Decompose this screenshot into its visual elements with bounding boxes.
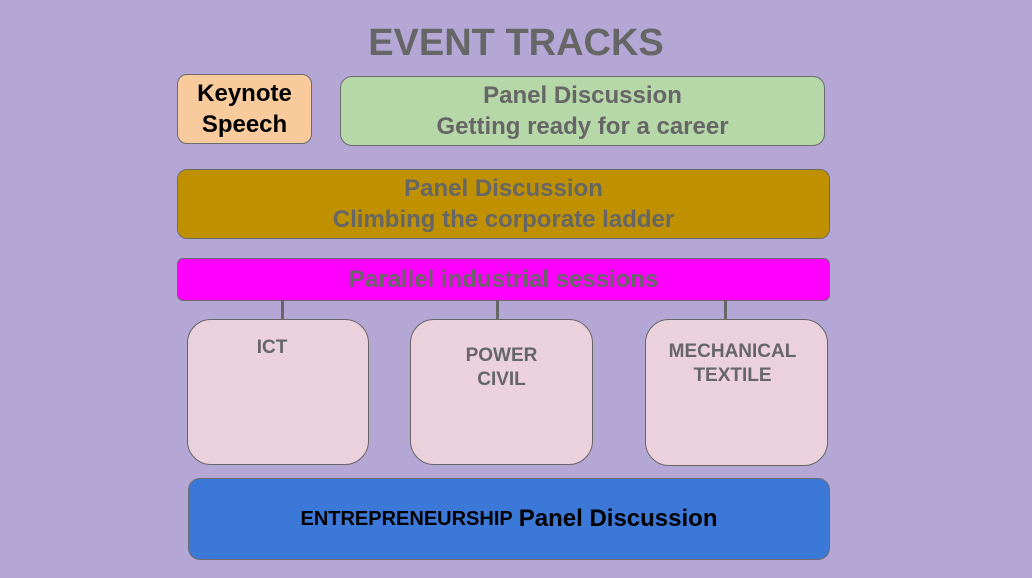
diagram-title: EVENT TRACKS: [368, 22, 664, 64]
track-power-civil-line2: CIVIL: [477, 369, 526, 390]
panel-ladder-line1: Panel Discussion: [404, 175, 603, 202]
entrepreneurship-label: Panel Discussion: [518, 505, 718, 532]
entrepreneurship-panel-box: ENTREPRENEURSHIP Panel Discussion: [188, 478, 830, 560]
entrepreneurship-prefix: ENTREPRENEURSHIP: [300, 507, 513, 530]
track-box-mechanical-textile: MECHANICAL TEXTILE: [645, 319, 828, 466]
track-power-civil-line1: POWER: [465, 345, 538, 366]
parallel-sessions-bar: Parallel industrial sessions: [177, 258, 830, 301]
keynote-line2: Speech: [201, 111, 288, 138]
track-box-ict: ICT: [187, 319, 369, 465]
panel-career-box: Panel Discussion Getting ready for a car…: [340, 76, 825, 146]
connector-ict: [281, 300, 284, 328]
keynote-line1: Keynote: [197, 80, 292, 107]
panel-career-line2: Getting ready for a career: [436, 113, 729, 140]
connector-power-civil: [496, 300, 499, 328]
panel-ladder-line2: Climbing the corporate ladder: [332, 206, 675, 233]
track-ict-line1: ICT: [256, 337, 288, 358]
track-mechanical-textile-line2: TEXTILE: [693, 365, 772, 386]
parallel-sessions-label: Parallel industrial sessions: [348, 265, 659, 293]
panel-career-line1: Panel Discussion: [483, 82, 682, 109]
panel-ladder-box: Panel Discussion Climbing the corporate …: [177, 169, 830, 239]
connector-mechanical-textile: [724, 300, 727, 328]
track-box-power-civil: POWER CIVIL: [410, 319, 593, 465]
track-mechanical-textile-line1: MECHANICAL: [668, 341, 797, 362]
keynote-speech-box: Keynote Speech: [177, 74, 312, 144]
